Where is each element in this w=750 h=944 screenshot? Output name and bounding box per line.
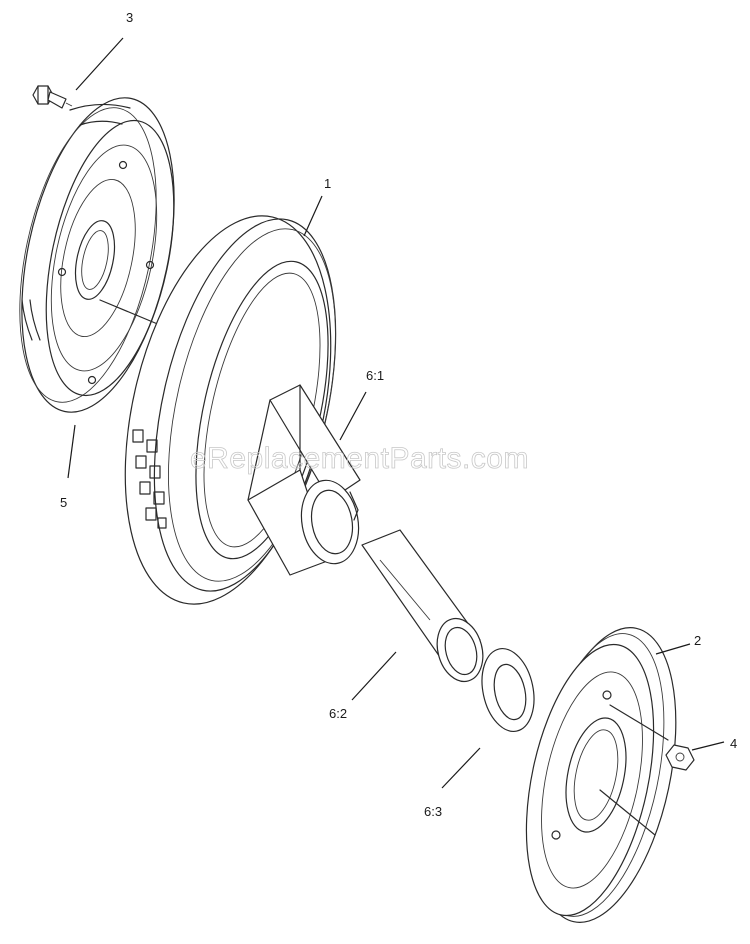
callout-5: 5 xyxy=(60,495,67,510)
callout-6-3: 6:3 xyxy=(424,804,442,819)
watermark-text: eReplacementParts.com xyxy=(190,442,529,475)
callout-4: 4 xyxy=(730,736,737,751)
callout-2: 2 xyxy=(694,633,701,648)
callout-3: 3 xyxy=(126,10,133,25)
part-6-3-washer xyxy=(481,647,535,733)
callout-6-2: 6:2 xyxy=(329,706,347,721)
part-3-bolt xyxy=(32,85,73,109)
tire-tread-pattern xyxy=(132,429,167,529)
part-6-1-bearing-housing xyxy=(247,384,361,576)
part-6-2-axle-sleeve xyxy=(361,529,484,683)
leader-lines xyxy=(67,37,725,789)
callout-6-1: 6:1 xyxy=(366,368,384,383)
part-5-hub-half xyxy=(19,97,175,413)
part-2-hub-half xyxy=(525,627,677,923)
part-4-nut xyxy=(665,744,695,771)
callout-1: 1 xyxy=(324,176,331,191)
